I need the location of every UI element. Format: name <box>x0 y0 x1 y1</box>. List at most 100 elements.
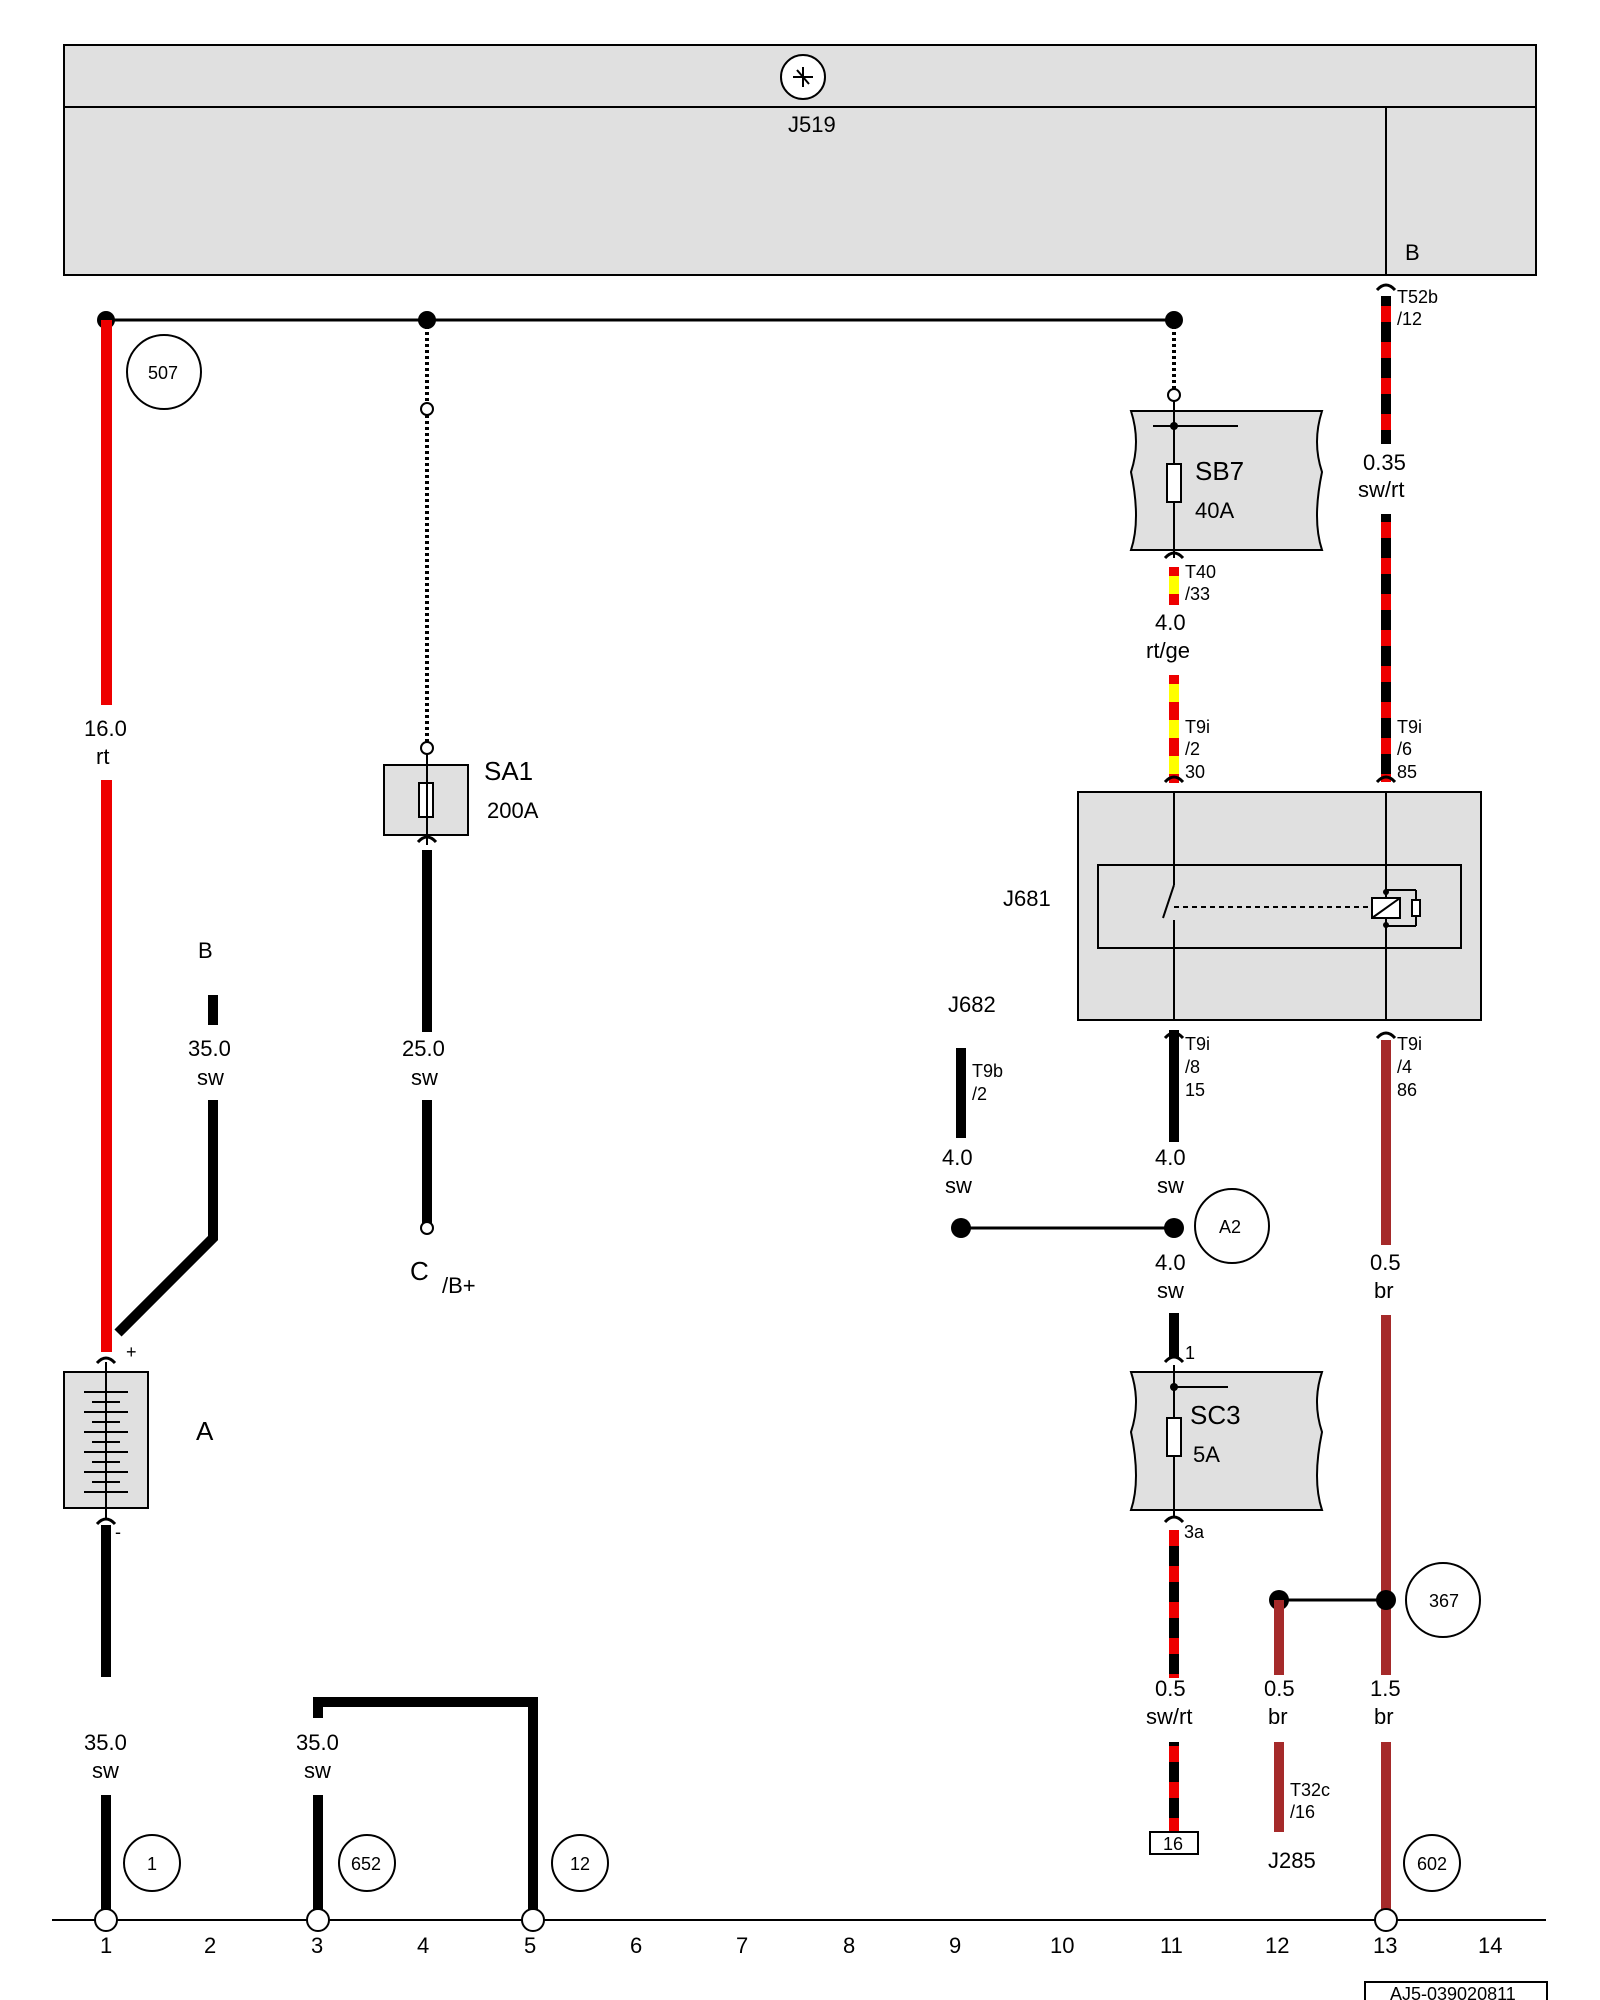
doc-id-box <box>1364 1981 1548 2000</box>
wire-05-swrt: 0.5 sw/rt <box>1146 1530 1192 1832</box>
track-numbers: 1 2 3 4 5 6 7 8 9 10 11 12 13 14 <box>100 1933 1502 1958</box>
j682-label: J682 <box>948 992 996 1017</box>
wire-05-br: 0.5 br <box>1370 1040 1401 1303</box>
svg-text:12: 12 <box>570 1854 590 1874</box>
relay-label: J681 <box>1003 886 1051 911</box>
svg-text:4.0: 4.0 <box>1155 610 1186 635</box>
svg-text:35.0: 35.0 <box>188 1036 231 1061</box>
svg-text:85: 85 <box>1397 762 1417 782</box>
svg-text:sw/rt: sw/rt <box>1358 477 1404 502</box>
ref-652 <box>338 1834 396 1892</box>
svg-text:+: + <box>126 1342 137 1362</box>
svg-text:86: 86 <box>1397 1080 1417 1100</box>
svg-text:/2: /2 <box>1185 739 1200 759</box>
wire-05-br-j285: 0.5 br <box>1264 1600 1295 1832</box>
wire-4-sw-15: 4.0 sw <box>1155 1030 1186 1198</box>
connector-box-16 <box>1149 1831 1199 1855</box>
svg-text:/6: /6 <box>1397 739 1412 759</box>
svg-text:5: 5 <box>524 1933 536 1958</box>
svg-text:25.0: 25.0 <box>402 1036 445 1061</box>
svg-text:-: - <box>115 1522 121 1542</box>
ref-c-label: C <box>410 1256 429 1286</box>
wire-16-rt: 16.0 rt <box>84 320 127 1352</box>
svg-text:1.5: 1.5 <box>1370 1676 1401 1701</box>
wire-35-sw-loop: 35.0 sw <box>296 1697 538 1920</box>
svg-text:sw: sw <box>92 1758 119 1783</box>
svg-text:/12: /12 <box>1397 309 1422 329</box>
svg-text:13: 13 <box>1373 1933 1397 1958</box>
svg-text:1: 1 <box>147 1854 157 1874</box>
svg-text:sw/rt: sw/rt <box>1146 1704 1192 1729</box>
wire-035-swrt: 0.35 sw/rt <box>1358 296 1406 782</box>
svg-text:T32c: T32c <box>1290 1780 1330 1800</box>
wire-35-sw-b: 35.0 sw <box>114 995 231 1337</box>
svg-text:14: 14 <box>1478 1933 1502 1958</box>
svg-text:/16: /16 <box>1290 1802 1315 1822</box>
svg-text:SB7: SB7 <box>1195 456 1244 486</box>
svg-text:16: 16 <box>1163 1834 1183 1854</box>
fuse-sc3: SC3 5A <box>1129 1365 1324 1518</box>
svg-text:/2: /2 <box>972 1084 987 1104</box>
fuse-sb7: SB7 40A <box>1129 401 1324 558</box>
ref-a2 <box>1194 1188 1270 1264</box>
svg-text:30: 30 <box>1185 762 1205 782</box>
svg-text:br: br <box>1374 1704 1394 1729</box>
svg-text:/33: /33 <box>1185 584 1210 604</box>
svg-text:sw: sw <box>411 1065 438 1090</box>
svg-text:T9b: T9b <box>972 1061 1003 1081</box>
svg-text:sw: sw <box>197 1065 224 1090</box>
pin-label: B <box>1405 240 1420 265</box>
svg-text:0.35: 0.35 <box>1363 450 1406 475</box>
svg-text:/B+: /B+ <box>442 1273 476 1298</box>
control-unit-label: J519 <box>788 112 836 137</box>
battery-a <box>63 1362 149 1518</box>
svg-text:0.5: 0.5 <box>1370 1250 1401 1275</box>
svg-text:16.0: 16.0 <box>84 716 127 741</box>
svg-text:T9i: T9i <box>1185 1034 1210 1054</box>
svg-text:/4: /4 <box>1397 1057 1412 1077</box>
svg-text:T9i: T9i <box>1397 717 1422 737</box>
svg-text:sw: sw <box>304 1758 331 1783</box>
svg-text:8: 8 <box>843 1933 855 1958</box>
svg-text:SC3: SC3 <box>1190 1400 1241 1430</box>
svg-text:rt/ge: rt/ge <box>1146 638 1190 663</box>
svg-text:12: 12 <box>1265 1933 1289 1958</box>
ref-12 <box>551 1834 609 1892</box>
svg-text:0.5: 0.5 <box>1155 1676 1186 1701</box>
wire-35-sw-ground: 35.0 sw <box>84 1525 127 1920</box>
svg-text:602: 602 <box>1417 1854 1447 1874</box>
svg-text:T52b: T52b <box>1397 287 1438 307</box>
svg-text:br: br <box>1268 1704 1288 1729</box>
svg-text:3a: 3a <box>1184 1522 1205 1542</box>
svg-text:40A: 40A <box>1195 498 1234 523</box>
svg-text:4.0: 4.0 <box>942 1145 973 1170</box>
battery-label: A <box>196 1416 214 1446</box>
svg-text:4: 4 <box>417 1933 429 1958</box>
wire-4-rtge: 4.0 rt/ge <box>1146 567 1190 783</box>
ref-367 <box>1405 1562 1481 1638</box>
ref-507 <box>126 334 202 410</box>
svg-text:9: 9 <box>949 1933 961 1958</box>
svg-text:4.0: 4.0 <box>1155 1250 1186 1275</box>
svg-text:T9i: T9i <box>1397 1034 1422 1054</box>
svg-text:1: 1 <box>1185 1343 1195 1363</box>
control-unit-j519: J519 B <box>63 44 1537 276</box>
svg-text:35.0: 35.0 <box>296 1730 339 1755</box>
svg-text:2: 2 <box>204 1933 216 1958</box>
ref-1 <box>123 1834 181 1892</box>
svg-text:/8: /8 <box>1185 1057 1200 1077</box>
wire-15-br: 1.5 br <box>1370 1315 1401 1910</box>
svg-text:sw: sw <box>1157 1278 1184 1303</box>
wire-4-sw-sc3: 4.0 sw <box>1155 1250 1186 1358</box>
svg-text:0.5: 0.5 <box>1264 1676 1295 1701</box>
svg-text:367: 367 <box>1429 1591 1459 1611</box>
svg-text:10: 10 <box>1050 1933 1074 1958</box>
relay-j681 <box>1077 791 1482 1021</box>
svg-text:652: 652 <box>351 1854 381 1874</box>
ref-b-label: B <box>198 938 213 963</box>
svg-text:T40: T40 <box>1185 562 1216 582</box>
svg-text:6: 6 <box>630 1933 642 1958</box>
svg-text:15: 15 <box>1185 1080 1205 1100</box>
svg-text:1: 1 <box>100 1933 112 1958</box>
